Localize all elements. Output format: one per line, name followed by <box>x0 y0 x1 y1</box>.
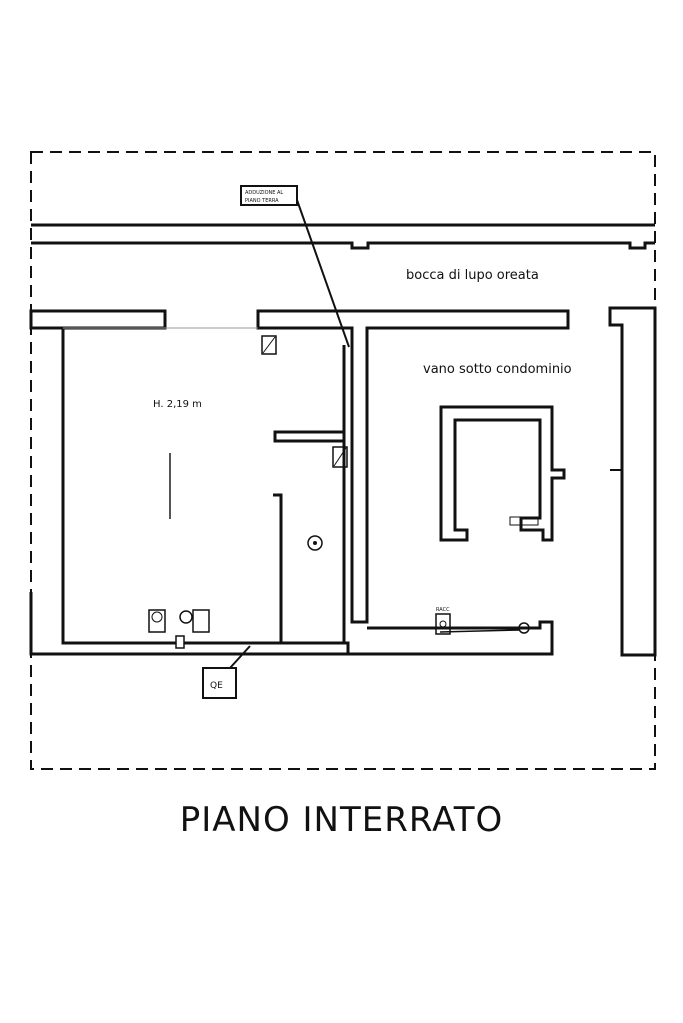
wall-top-left <box>29 309 167 330</box>
meter-icon <box>435 613 451 635</box>
outlet-icon-3 <box>192 609 210 633</box>
wall-top-middle <box>256 309 570 624</box>
switch-icon-diag <box>333 447 347 467</box>
light-point-dot <box>313 541 317 545</box>
outlet-icon-2 <box>179 610 193 624</box>
tag-box-bottom <box>202 667 237 699</box>
label-height: H. 2,19 m <box>153 399 202 410</box>
middle-wall-line <box>31 241 655 250</box>
light-point-icon <box>307 535 323 551</box>
socket-icon <box>261 335 277 355</box>
tag-box-top <box>240 185 298 206</box>
partition-lower <box>273 493 283 643</box>
outlet-icon-1 <box>148 609 166 633</box>
wall-left-room <box>29 326 350 656</box>
u-shaped-structure <box>439 405 566 542</box>
leader-line-bottom <box>229 645 251 669</box>
outlet-icon-1-circle <box>151 611 163 623</box>
socket-icon-diag <box>262 336 276 354</box>
tag-bottom-text: QE <box>210 681 223 691</box>
plan-title: PIANO INTERRATO <box>179 800 504 840</box>
connector-icon <box>175 635 185 649</box>
wall-right <box>608 306 657 657</box>
label-small-racc: RACC <box>436 607 450 613</box>
leader-line-top <box>296 199 350 348</box>
partition-upper <box>273 430 346 443</box>
meter-icon-dot <box>439 620 447 628</box>
switch-icon <box>332 446 348 468</box>
tag-top-line2: PIANO TERRA <box>245 198 279 204</box>
label-vano-sotto: vano sotto condominio <box>423 362 572 377</box>
tag-top-line1: ADDUZIONE AL <box>245 190 283 196</box>
label-bocca-di-lupo: bocca di lupo oreata <box>406 268 539 283</box>
wall-bottom-right <box>348 620 554 656</box>
pipe-line-bottom <box>439 629 521 633</box>
valve-icon <box>518 622 530 634</box>
small-box-icon <box>509 516 539 526</box>
